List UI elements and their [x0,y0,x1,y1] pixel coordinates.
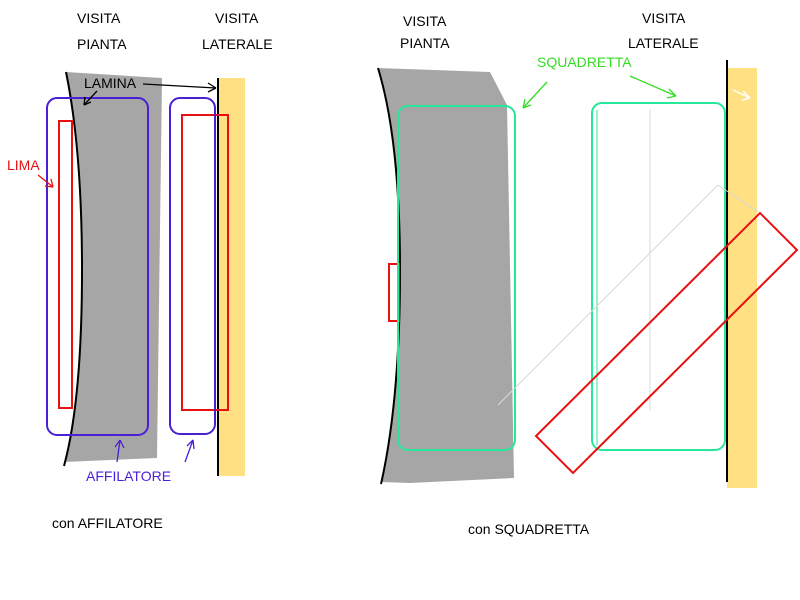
affilatore-arrow [116,439,121,463]
right-panel: VISITA PIANTA VISITA LATERALE SQUADRETTA [377,10,799,537]
squadretta-arrow-left [522,81,548,109]
right-file-rotated [534,211,799,475]
left-sharpener-side [169,97,216,435]
right-caption: con SQUADRETTA [468,521,590,537]
affilatore-arrow-head [114,439,125,449]
left-sharpener-plan [46,97,149,436]
affilatore-arrow-2 [184,439,194,463]
left-caption: con AFFILATORE [52,515,163,531]
affilatore-arrow-2-head [186,439,195,450]
right-square-plan [397,105,516,451]
lamina-arrow-left [83,90,98,106]
affilatore-label: AFFILATORE [86,468,171,484]
left-blade-edge [63,71,84,467]
right-heading-plan-line1: VISITA [403,13,447,29]
left-file-plan [58,120,73,409]
squadretta-arrow-left-head [522,98,532,109]
left-heading-plan-line2: PIANTA [77,36,127,52]
right-guide-line-diagonal [497,184,719,406]
left-ski-base-side [218,78,245,476]
right-blade [378,68,514,483]
left-heading-side-line2: LATERALE [202,36,273,52]
right-square-side [591,102,726,451]
right-guide-line-diagonal-2 [717,184,759,213]
lima-label: LIMA [7,157,40,173]
left-panel: VISITA PIANTA VISITA LATERALE LAMINA LIM… [7,10,273,531]
right-heading-side-line1: VISITA [642,10,686,26]
lima-arrow-head [44,178,54,188]
squadretta-label: SQUADRETTA [537,54,632,70]
lamina-arrow-right-head [207,82,217,93]
lamina-arrow-right [142,83,217,89]
lamina-arrow-left-head [83,96,92,106]
right-heading-plan-line2: PIANTA [400,35,450,51]
right-heading-side-line2: LATERALE [628,35,699,51]
left-heading-plan-line1: VISITA [77,10,121,26]
left-file-side [181,114,229,411]
right-ski-base-side [727,68,757,488]
left-heading-side-line1: VISITA [215,10,259,26]
right-base-white-arrow-head [741,90,751,101]
squadretta-arrow-right [629,75,677,97]
squadretta-arrow-right-head [666,88,677,99]
left-blade [64,72,162,462]
lima-arrow [37,174,54,188]
lamina-label: LAMINA [84,75,137,91]
right-base-white-arrow [732,89,751,99]
